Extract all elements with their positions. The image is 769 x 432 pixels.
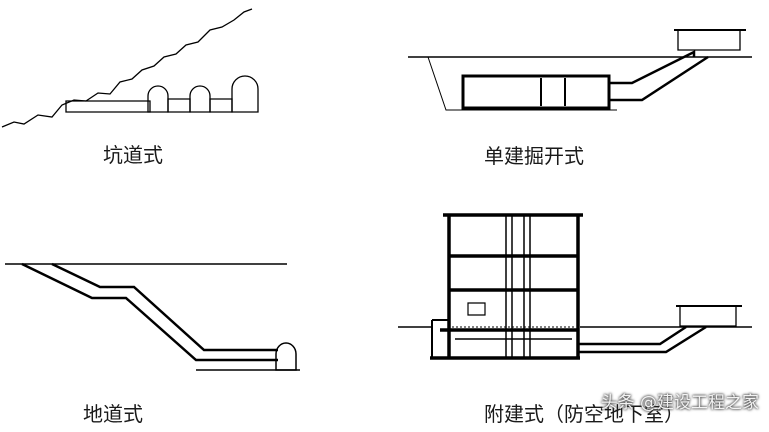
tunnel-chamber-2 xyxy=(190,86,210,112)
tunnel-link-2 xyxy=(210,99,232,112)
caption-tunnel-type: 坑道式 xyxy=(103,143,163,167)
exit-kiosk xyxy=(680,306,736,326)
open-cut-type-figure xyxy=(408,30,752,110)
basement-exit-passage xyxy=(578,327,706,352)
underground-chamber xyxy=(276,343,296,370)
exit-kiosk xyxy=(678,30,740,50)
underground-type-figure xyxy=(5,264,300,370)
open-cut-exit-passage xyxy=(609,52,708,100)
tunnel-link-1 xyxy=(168,99,190,112)
attached-type-figure xyxy=(398,215,752,358)
window xyxy=(468,303,485,315)
watermark: 头条 @建设工程之家 xyxy=(600,393,759,413)
tunnel-entrance-passage xyxy=(66,101,150,112)
tunnel-chamber-1 xyxy=(148,86,168,112)
open-cut-shelter-body xyxy=(463,76,609,108)
underground-passage xyxy=(22,264,278,360)
caption-attached-type: 附建式（防空地下室） xyxy=(484,402,684,426)
hillside-outline xyxy=(2,9,252,127)
caption-underground-type: 地道式 xyxy=(83,402,143,426)
tunnel-chamber-3 xyxy=(232,76,258,112)
excavation-pit xyxy=(428,57,617,110)
caption-open-cut-type: 单建掘开式 xyxy=(484,144,584,168)
tunnel-type-figure xyxy=(2,9,258,127)
